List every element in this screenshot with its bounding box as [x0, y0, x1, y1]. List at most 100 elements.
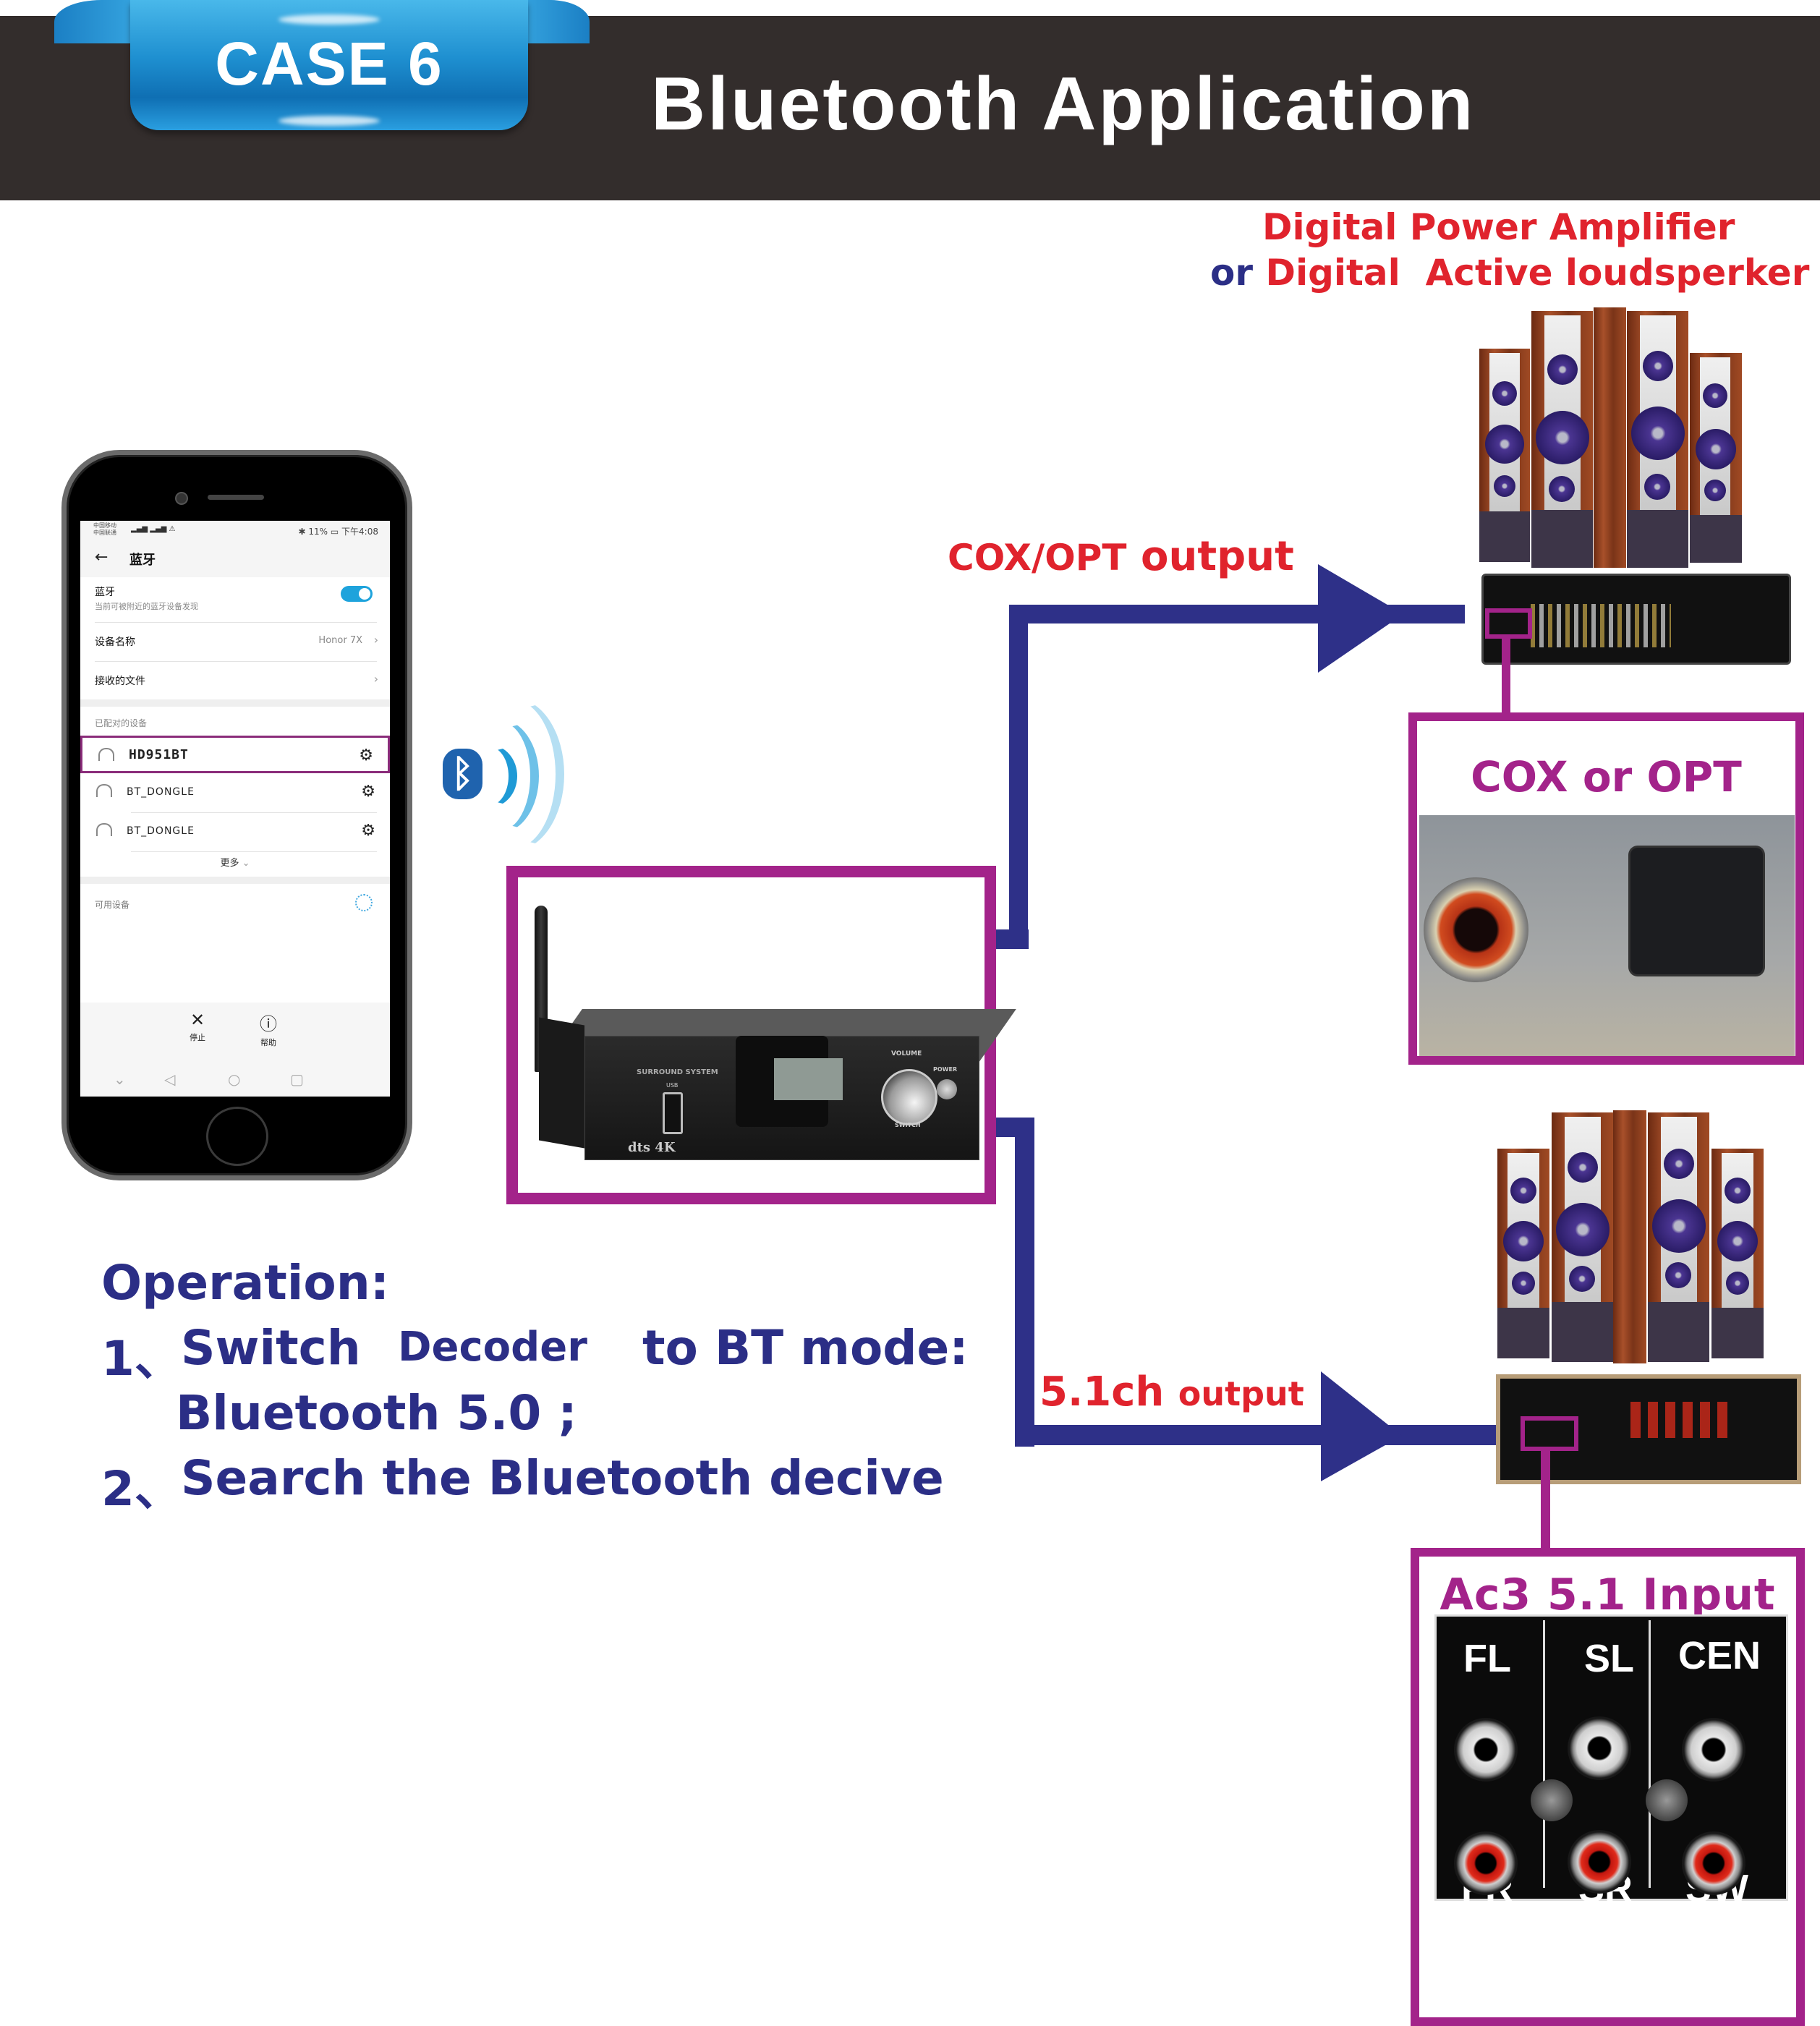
paired-device[interactable]: BT_DONGLE ⚙: [80, 813, 390, 851]
received-files-label: 接收的文件: [95, 676, 145, 687]
carrier-info: 中国移动 中国联通: [93, 522, 116, 537]
nav-back-icon[interactable]: ◁: [164, 1071, 176, 1088]
panel-divider: [1649, 1620, 1651, 1888]
bluetooth-sublabel: 当前可被附近的蓝牙设备发现: [95, 602, 198, 611]
channel-label-cen: CEN: [1678, 1634, 1761, 1677]
volume-knob: [881, 1069, 937, 1125]
device-name-label: 设备名称: [95, 637, 135, 648]
divider: [131, 851, 377, 852]
section-gap: [80, 877, 390, 884]
panel-screw: [1646, 1779, 1688, 1821]
scanning-spinner-icon: [355, 894, 373, 911]
rca-jack-sl: [1568, 1716, 1631, 1780]
nav-recents-icon[interactable]: ▢: [290, 1071, 304, 1088]
callout-line-upper: [1502, 639, 1510, 718]
speaker: [1627, 311, 1688, 568]
stop-button[interactable]: ✕ 停止: [176, 1010, 219, 1043]
chevron-right-icon: ›: [373, 633, 378, 647]
headphones-icon: [96, 823, 112, 836]
ch51-text: 5.1ch: [1039, 1369, 1165, 1416]
device-name: HD951BT: [129, 747, 189, 762]
usb-label: USB: [666, 1082, 679, 1089]
power-button: [937, 1079, 957, 1099]
headphones-icon: [96, 784, 112, 797]
paired-device[interactable]: BT_DONGLE ⚙: [80, 774, 390, 812]
more-button[interactable]: 更多 ⌄: [80, 855, 390, 869]
back-arrow-icon[interactable]: ←: [95, 548, 109, 566]
device-name: BT_DONGLE: [127, 825, 195, 837]
front-camera: [175, 492, 188, 505]
output-text: output: [1178, 1374, 1304, 1413]
page-title: Bluetooth Application: [651, 62, 1476, 146]
bluetooth-status-icon: ✱: [298, 527, 306, 537]
step-2-number: 2、: [101, 1461, 182, 1517]
cox-opt-title: COX or OPT: [1471, 752, 1742, 801]
stop-label: 停止: [190, 1033, 205, 1042]
speaker-terminals: [1626, 1402, 1727, 1438]
clock: 下午4:08: [341, 527, 378, 537]
cox-opt-text: COX/OPT: [948, 537, 1127, 579]
volume-label: VOLUME: [891, 1050, 922, 1057]
gear-icon[interactable]: ⚙: [361, 822, 375, 840]
arrow-horizontal-lower: [1015, 1425, 1507, 1445]
rca-jack-sw: [1682, 1831, 1745, 1895]
nav-collapse-icon[interactable]: ⌄: [114, 1071, 126, 1088]
bluetooth-toggle-switch[interactable]: [341, 586, 373, 602]
rca-jack-sr: [1568, 1830, 1631, 1894]
ac3-input-title: Ac3 5.1 Input: [1440, 1570, 1776, 1620]
gear-icon[interactable]: ⚙: [361, 783, 375, 801]
divider: [95, 622, 377, 623]
coaxial-jack: [1424, 877, 1528, 982]
speaker: [1497, 1149, 1549, 1358]
device-name: BT_DONGLE: [127, 786, 195, 798]
headphones-icon: [98, 748, 114, 761]
speaker-center-column: [1594, 307, 1626, 568]
amplifier-title-line-2: or Digital Active loudsperker: [1210, 252, 1809, 294]
rca-jack-fr: [1454, 1831, 1518, 1895]
section-gap: [80, 699, 390, 707]
device-name-row[interactable]: 设备名称 Honor 7X ›: [80, 623, 390, 660]
bluetooth-toggle-row[interactable]: 蓝牙 当前可被附近的蓝牙设备发现: [80, 577, 390, 622]
paired-devices-title: 已配对的设备: [95, 718, 148, 728]
close-icon: ✕: [190, 1010, 205, 1030]
speaker: [1648, 1112, 1709, 1362]
ribbon-highlight: [278, 116, 380, 126]
toggle-knob: [359, 588, 370, 600]
chevron-down-icon: ⌄: [242, 858, 250, 869]
rca-jack-row: [1526, 604, 1671, 647]
speaker-center-column: [1613, 1110, 1646, 1363]
bluetooth-label: 蓝牙: [95, 587, 115, 598]
nav-home-icon[interactable]: ○: [228, 1071, 241, 1088]
home-button[interactable]: [206, 1107, 268, 1166]
status-bar: 中国移动 中国联通 ▂▄▆ ▂▄▆ ⚠ ✱ 11% ▭ 下午4:08: [80, 521, 390, 540]
chevron-right-icon: ›: [373, 672, 378, 686]
carrier-1: 中国移动: [93, 522, 116, 529]
decoder-brand: SURROUND SYSTEM: [637, 1068, 718, 1076]
usb-port: [663, 1092, 683, 1134]
speaker: [1479, 349, 1530, 562]
received-files-row[interactable]: 接收的文件 ›: [80, 662, 390, 699]
earpiece-speaker: [208, 495, 264, 500]
coax-jack-highlight: [1485, 608, 1532, 639]
speaker-set-upper: [1479, 304, 1776, 571]
help-button[interactable]: ⓘ 帮助: [247, 1010, 290, 1048]
step-1-number: 1、: [101, 1331, 182, 1387]
switch-label: SWITCH: [895, 1122, 921, 1128]
callout-line-lower: [1541, 1451, 1550, 1552]
speaker: [1690, 353, 1742, 563]
available-devices-title: 可用设备: [95, 900, 130, 910]
help-icon: ⓘ: [260, 1014, 277, 1034]
panel-screw: [1531, 1779, 1573, 1821]
phone-screen: 中国移动 中国联通 ▂▄▆ ▂▄▆ ⚠ ✱ 11% ▭ 下午4:08 ← 蓝牙 …: [80, 521, 390, 1097]
gear-icon[interactable]: ⚙: [359, 746, 373, 765]
signal-icon: ▂▄▆ ▂▄▆ ⚠: [131, 525, 176, 533]
speaker: [1531, 311, 1593, 568]
channel-label-sl: SL: [1584, 1637, 1635, 1680]
channel-label-fl: FL: [1463, 1637, 1511, 1680]
divider: [131, 812, 377, 813]
step-1-switch: Switch: [181, 1320, 361, 1376]
ch51-output-label: 5.1ch output: [1039, 1369, 1304, 1416]
step-1-bt-mode: to BT mode:: [642, 1320, 969, 1376]
paired-device-hd951bt[interactable]: HD951BT ⚙: [80, 736, 390, 773]
